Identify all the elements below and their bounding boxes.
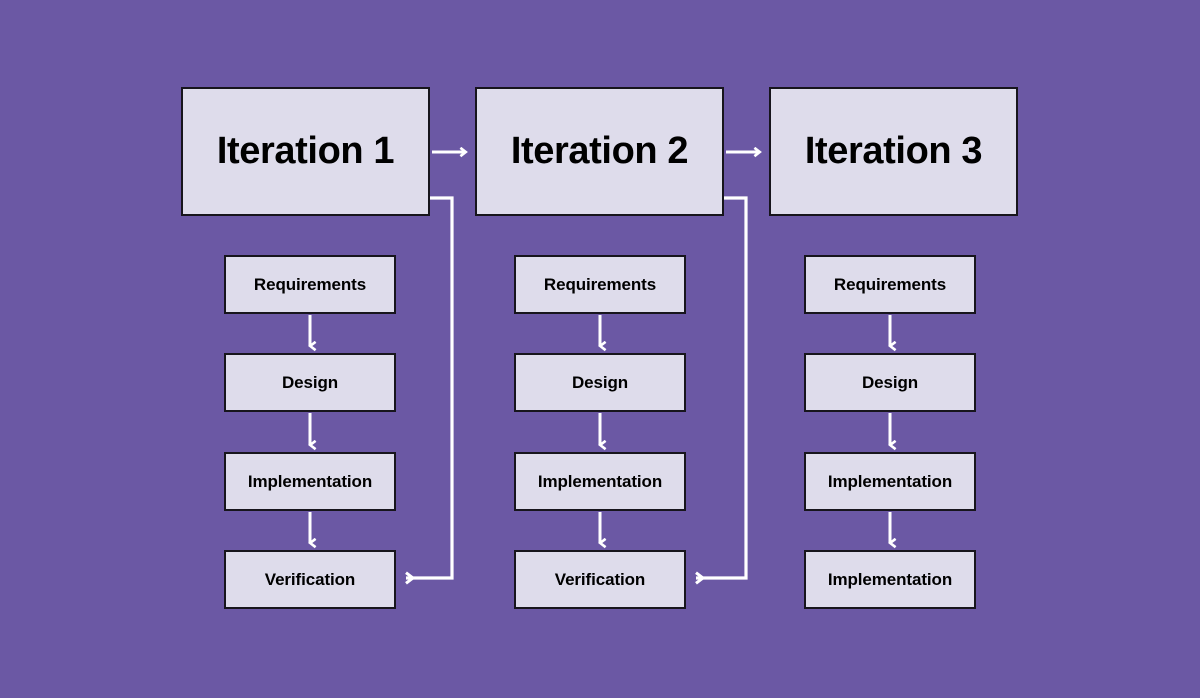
phase-box-implementation-1[interactable]: Implementation [224, 452, 396, 511]
phase-box-design-1[interactable]: Design [224, 353, 396, 412]
phase-box-verification-1[interactable]: Verification [224, 550, 396, 609]
phase-box-requirements-1[interactable]: Requirements [224, 255, 396, 314]
iteration-box-1[interactable]: Iteration 1 [181, 87, 430, 216]
connector-feedback-iteration-1 [405, 196, 454, 585]
phase-box-requirements-2[interactable]: Requirements [514, 255, 686, 314]
phase-box-implementation-3[interactable]: Implementation [804, 452, 976, 511]
phase-box-verification-3[interactable]: Implementation [804, 550, 976, 609]
phase-box-requirements-3[interactable]: Requirements [804, 255, 976, 314]
connector-feedback-iteration-2 [695, 196, 748, 585]
phase-box-design-2[interactable]: Design [514, 353, 686, 412]
phase-box-design-3[interactable]: Design [804, 353, 976, 412]
phase-box-verification-2[interactable]: Verification [514, 550, 686, 609]
iteration-box-2[interactable]: Iteration 2 [475, 87, 724, 216]
iteration-box-3[interactable]: Iteration 3 [769, 87, 1018, 216]
phase-box-implementation-2[interactable]: Implementation [514, 452, 686, 511]
